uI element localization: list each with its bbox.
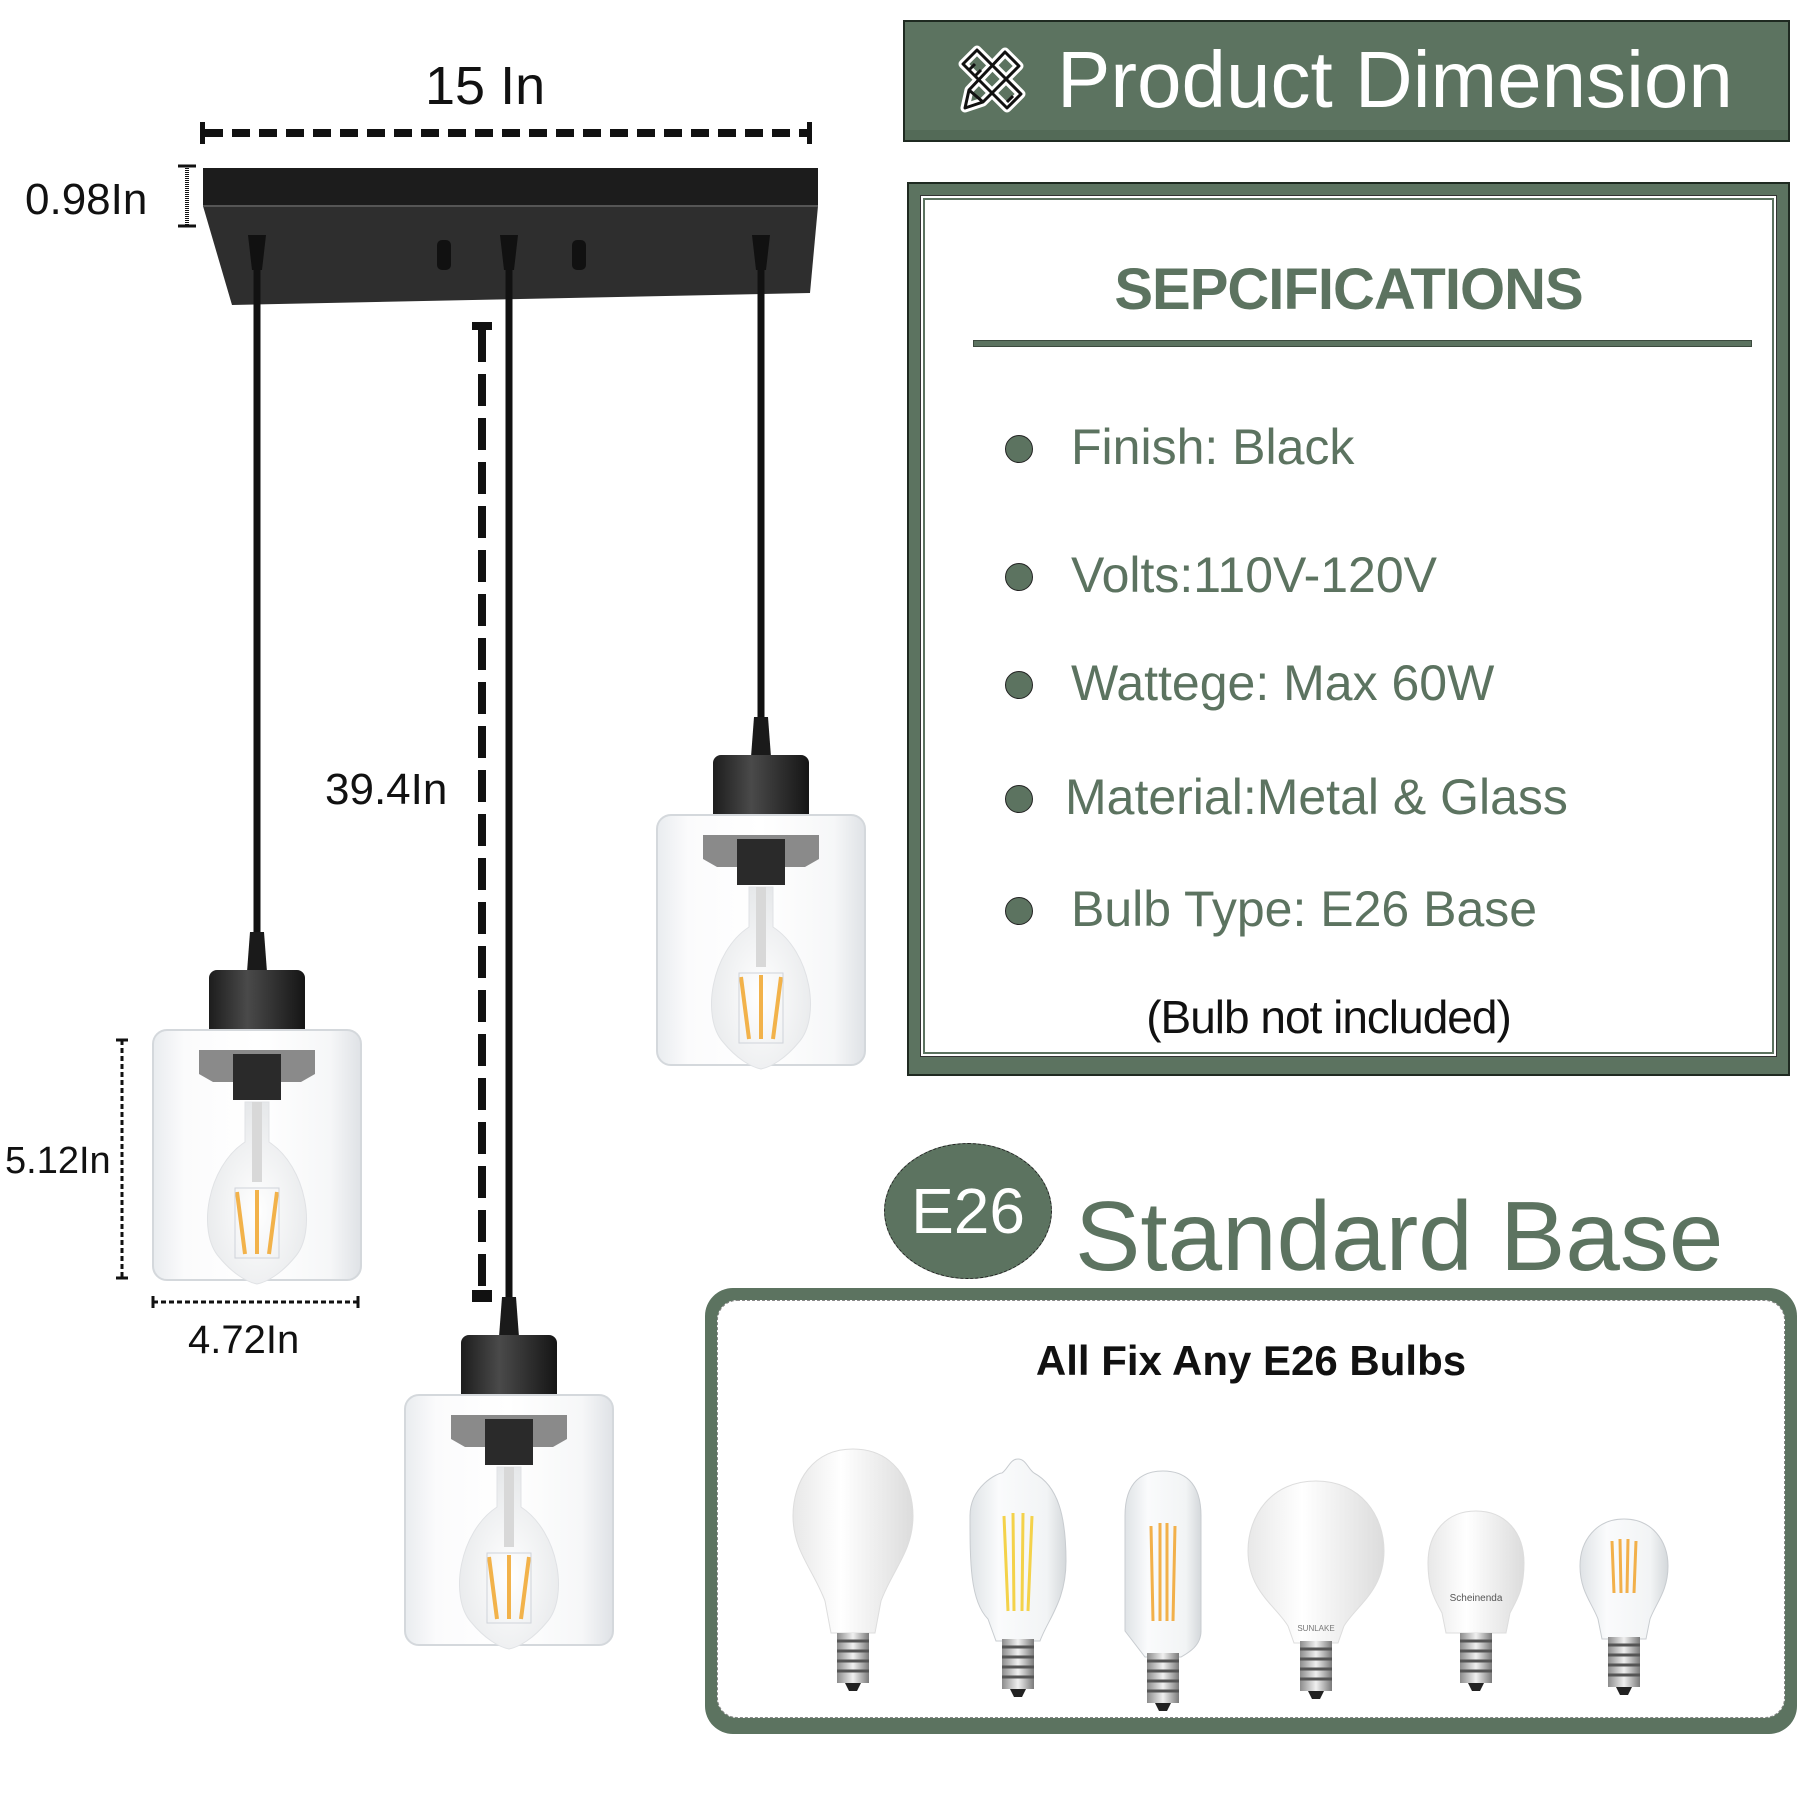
bulb-a19-led xyxy=(792,1448,914,1693)
spec-item-volts: Volts:110V-120V xyxy=(1005,546,1437,604)
bullet-icon xyxy=(1005,434,1033,463)
compatible-bulbs-panel: All Fix Any E26 Bulbs xyxy=(705,1288,1797,1734)
shade-width-ruler xyxy=(151,1296,360,1308)
specifications-panel: SEPCIFICATIONS Finish: Black Volts:110V-… xyxy=(907,182,1790,1076)
standard-base-title: Standard Base xyxy=(1075,1181,1724,1291)
bullet-icon xyxy=(1005,784,1033,813)
pencil-ruler-icon xyxy=(958,45,1026,113)
spec-item-material: Material:Metal & Glass xyxy=(1005,768,1568,826)
page-title: Product Dimension xyxy=(1057,35,1733,124)
bulb-t14-filament xyxy=(1124,1470,1202,1713)
pendant-light-drawing xyxy=(116,122,867,1651)
fixture-illustration xyxy=(0,0,900,1800)
bulb-a19-filament xyxy=(1579,1518,1669,1697)
spec-item-finish: Finish: Black xyxy=(1005,418,1354,476)
bullet-icon xyxy=(1005,670,1033,699)
scheinenda-brand: Scheinenda xyxy=(1450,1593,1503,1604)
left-pendant xyxy=(151,930,363,1286)
shade-height-ruler xyxy=(116,1038,128,1280)
bulb-g25-globe: SUNLAKE xyxy=(1247,1480,1385,1701)
bulb-lineup: SUNLAKE Scheinenda xyxy=(792,1448,1669,1713)
center-pendant xyxy=(403,1295,615,1651)
width-dimension-line xyxy=(200,122,812,144)
product-dimension-header: Product Dimension xyxy=(903,20,1790,142)
bulb-not-included-note: (Bulb not included) xyxy=(1146,991,1512,1043)
cord-length-dimension xyxy=(472,322,492,1302)
spec-item-wattage: Wattege: Max 60W xyxy=(1005,654,1494,712)
bullet-icon xyxy=(1005,562,1033,591)
cord-length-label: 39.4In xyxy=(325,765,448,814)
canopy-height-label: 0.98In xyxy=(25,175,148,224)
right-pendant xyxy=(655,715,867,1071)
spec-item-bulb-type: Bulb Type: E26 Base xyxy=(1005,880,1537,938)
canopy-plate xyxy=(203,168,818,305)
canopy-height-ruler xyxy=(178,164,196,228)
bulb-st64-filament xyxy=(969,1458,1067,1699)
compatible-bulbs-title: All Fix Any E26 Bulbs xyxy=(1035,1337,1467,1384)
specifications-title: SEPCIFICATIONS xyxy=(1114,257,1583,322)
bullet-icon xyxy=(1005,896,1033,925)
shade-height-label: 5.12In xyxy=(5,1140,111,1182)
title-divider xyxy=(973,340,1752,347)
e26-badge: E26 xyxy=(884,1143,1052,1279)
shade-width-label: 4.72In xyxy=(188,1318,300,1362)
sunlake-brand: SUNLAKE xyxy=(1297,1624,1334,1633)
bulb-a15-led: Scheinenda xyxy=(1427,1510,1525,1693)
width-label: 15 In xyxy=(425,56,546,116)
